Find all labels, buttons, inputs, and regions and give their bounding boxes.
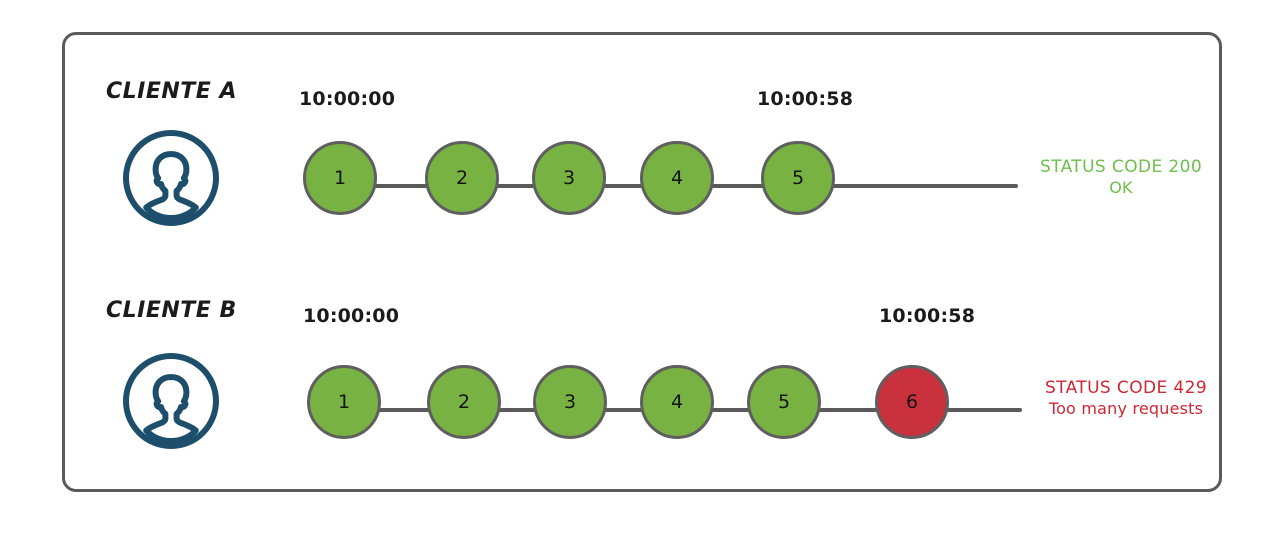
client-b-start-time: 10:00:00 — [303, 305, 400, 327]
request-node-6[interactable]: 6 — [875, 365, 949, 439]
request-node-4[interactable]: 4 — [640, 141, 714, 215]
client-a-start-time: 10:00:00 — [299, 88, 396, 110]
request-node-2[interactable]: 2 — [425, 141, 499, 215]
client-b-status: STATUS CODE 429 Too many requests — [1028, 378, 1224, 418]
request-node-2[interactable]: 2 — [427, 365, 501, 439]
status-message-text: Too many requests — [1048, 398, 1204, 418]
diagram-frame — [62, 32, 1222, 492]
request-node-3[interactable]: 3 — [533, 365, 607, 439]
client-a-end-time: 10:00:58 — [757, 88, 854, 110]
user-avatar-icon — [120, 350, 222, 452]
user-avatar-icon — [120, 127, 222, 229]
client-a-label: CLIENTE A — [106, 79, 238, 104]
client-b-end-time: 10:00:58 — [879, 305, 976, 327]
request-node-5[interactable]: 5 — [747, 365, 821, 439]
request-node-1[interactable]: 1 — [303, 141, 377, 215]
request-node-5[interactable]: 5 — [761, 141, 835, 215]
client-a-status: STATUS CODE 200 OK — [1028, 157, 1214, 197]
request-node-4[interactable]: 4 — [640, 365, 714, 439]
status-code-text: STATUS CODE 200 — [1039, 157, 1203, 177]
client-a-request-chain: 1 2 3 4 5 — [303, 141, 1018, 231]
request-node-3[interactable]: 3 — [532, 141, 606, 215]
status-message-text: OK — [1109, 177, 1133, 197]
client-b-request-chain: 1 2 3 4 5 6 — [307, 365, 1022, 455]
request-node-1[interactable]: 1 — [307, 365, 381, 439]
client-b-label: CLIENTE B — [106, 298, 237, 323]
status-code-text: STATUS CODE 429 — [1044, 378, 1208, 398]
